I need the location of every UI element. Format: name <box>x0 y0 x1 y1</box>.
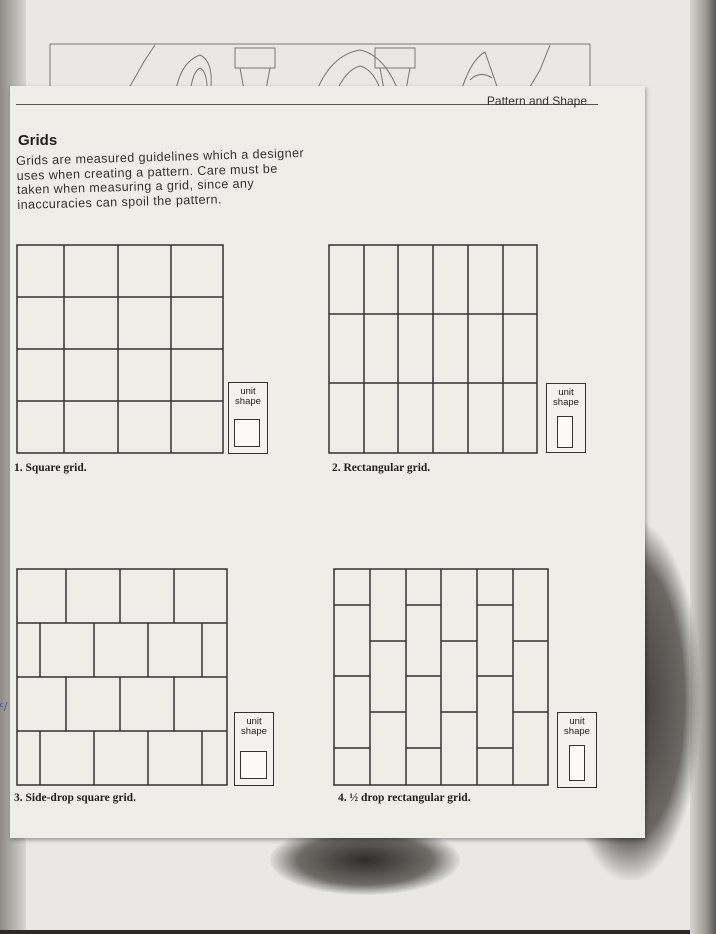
figure-4-caption: 4. ½ drop rectangular grid. <box>338 792 471 804</box>
unit-shape-box-4: unit shape <box>557 712 597 788</box>
side-drop-square-grid-figure <box>16 568 230 788</box>
figure-2-caption: 2. Rectangular grid. <box>332 462 430 474</box>
rectangular-grid-figure <box>328 244 540 456</box>
unit-shape-square <box>234 419 260 447</box>
shape-label: shape <box>235 396 261 407</box>
worksheet-page: Pattern and Shape Grids Grids are measur… <box>10 86 645 838</box>
unit-shape-box-2: unit shape <box>546 383 586 453</box>
figure-1-caption: 1. Square grid. <box>14 462 87 474</box>
unit-shape-box-1: unit shape <box>228 382 268 454</box>
pen-mark: ᶜ/ <box>0 700 7 716</box>
shape-label: shape <box>553 397 579 408</box>
section-heading: Grids <box>18 132 57 149</box>
pencil-sketch-illustration <box>30 0 650 95</box>
unit-shape-box-3: unit shape <box>234 712 274 786</box>
half-drop-rectangular-grid-figure <box>333 568 551 788</box>
unit-shape-square <box>240 751 267 779</box>
figure-3-caption: 3. Side-drop square grid. <box>14 792 136 804</box>
shape-label: shape <box>564 726 590 737</box>
square-grid-figure <box>16 244 226 456</box>
shape-label: shape <box>241 726 267 737</box>
section-body-text: Grids are measured guidelines which a de… <box>16 146 308 212</box>
unit-shape-rectangle <box>557 416 573 448</box>
page-header-title: Pattern and Shape <box>487 94 587 108</box>
unit-shape-rectangle <box>569 745 585 781</box>
